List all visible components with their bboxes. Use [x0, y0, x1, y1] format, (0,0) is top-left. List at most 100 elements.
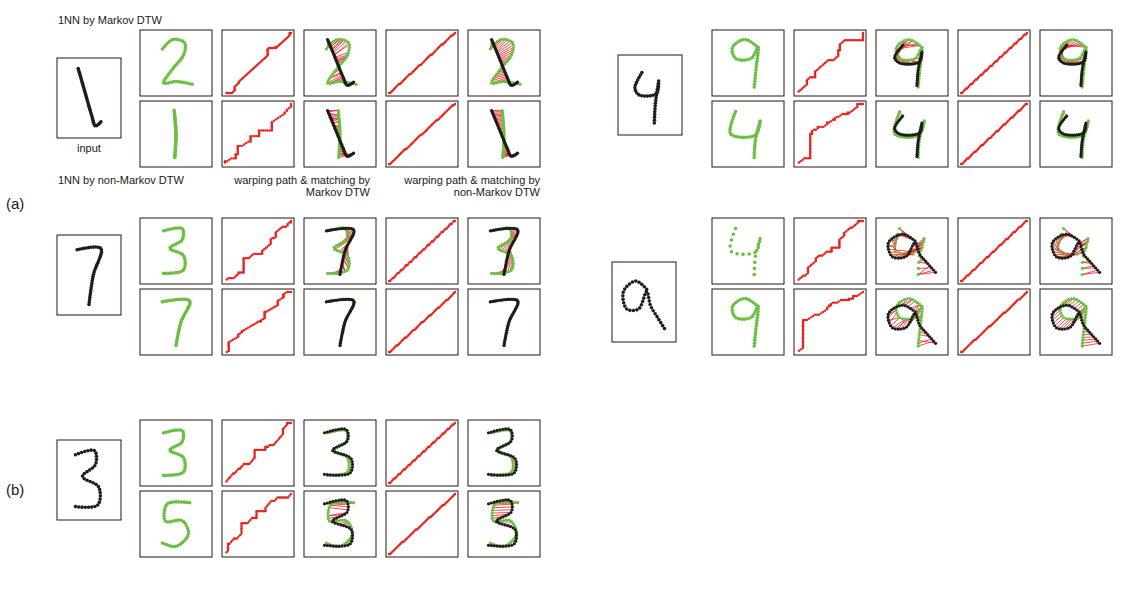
plot-frame — [57, 58, 121, 138]
matching-line — [1060, 48, 1065, 63]
sample-dot — [1072, 38, 1075, 41]
sample-dot — [454, 103, 456, 105]
sample-dot — [256, 135, 258, 137]
matching-line — [503, 153, 518, 157]
sample-dot — [915, 155, 918, 158]
plot-frame — [222, 218, 294, 284]
sample-dot — [87, 303, 91, 307]
sample-dot — [752, 85, 756, 89]
sample-dot — [258, 129, 260, 131]
sample-dot — [237, 145, 239, 147]
sample-dot — [1026, 32, 1028, 34]
sample-dot — [862, 32, 864, 34]
matching-line — [895, 40, 907, 58]
plot-frame — [876, 101, 948, 167]
sample-dot — [286, 108, 288, 110]
plot-frame — [222, 101, 294, 167]
sample-dot — [243, 143, 245, 145]
sample-dot — [653, 121, 657, 125]
matching-line — [336, 55, 348, 58]
sample-dot — [190, 82, 194, 86]
matching-line — [498, 47, 513, 55]
digit-group — [57, 30, 540, 167]
plot-frame — [958, 101, 1030, 167]
sample-dot — [333, 227, 336, 230]
matching-line — [896, 41, 905, 61]
matching-line — [1064, 44, 1082, 49]
matching-line — [1060, 42, 1066, 60]
digit-group — [618, 30, 1112, 167]
sample-dot — [908, 38, 911, 41]
plot-frame — [57, 235, 121, 315]
sample-dot — [910, 58, 913, 61]
sample-dot — [239, 145, 241, 147]
sample-dot — [290, 220, 292, 222]
sample-dot — [230, 157, 232, 159]
sample-dot — [1074, 58, 1077, 61]
sample-dot — [915, 84, 918, 87]
sample-dot — [234, 153, 236, 155]
sample-dot — [245, 142, 247, 144]
sample-dot — [226, 160, 228, 162]
sample-dot — [1068, 59, 1071, 62]
matching-line — [336, 238, 351, 246]
sample-dot — [283, 111, 285, 113]
sample-dot — [519, 83, 522, 86]
matching-line — [497, 80, 509, 83]
plot-frame — [386, 218, 458, 284]
sample-dot — [1079, 155, 1082, 158]
matching-line — [333, 40, 344, 52]
plot-frame — [386, 101, 458, 167]
matching-line — [498, 45, 514, 55]
sample-dot — [247, 140, 249, 142]
sample-dot — [904, 59, 907, 62]
plot-frame — [304, 101, 376, 167]
plot-frame — [386, 30, 458, 96]
sample-dot — [355, 83, 358, 86]
sample-dot — [269, 129, 271, 131]
plot-frame — [958, 30, 1030, 96]
matching-line — [1060, 40, 1074, 54]
sample-dot — [337, 156, 340, 159]
plot-frame — [1040, 30, 1112, 96]
sample-dot — [228, 159, 230, 161]
matching-line — [503, 154, 517, 156]
sample-dot — [173, 156, 177, 160]
sample-dot — [277, 117, 279, 119]
sample-dot — [1079, 84, 1082, 87]
plot-frame — [618, 55, 682, 135]
sample-dot — [352, 80, 355, 83]
matching-line — [896, 41, 913, 54]
plot-frame — [794, 101, 866, 167]
sample-dot — [288, 107, 290, 109]
matching-line — [334, 236, 352, 247]
plot-frame — [794, 30, 866, 96]
sample-dot — [516, 151, 519, 154]
plot-frame — [468, 218, 540, 284]
matching-line — [896, 51, 904, 64]
sample-dot — [260, 129, 262, 131]
sample-dot — [901, 58, 904, 61]
matching-line — [334, 42, 348, 55]
plot-frame — [222, 30, 294, 96]
sample-dot — [271, 121, 273, 123]
sample-dot — [1071, 59, 1074, 62]
matching-line — [1060, 51, 1068, 64]
plot-frame — [468, 101, 540, 167]
sample-dot — [275, 118, 277, 120]
plot-frame — [1040, 101, 1112, 167]
sample-dot — [99, 120, 103, 124]
plot-frame — [140, 218, 212, 284]
sample-dot — [905, 38, 908, 41]
sample-dot — [279, 115, 281, 117]
matching-line — [1059, 40, 1071, 56]
matching-line — [339, 153, 354, 157]
sample-dot — [251, 135, 253, 137]
sample-dot — [1069, 38, 1072, 41]
matching-line — [337, 55, 347, 62]
sample-dot — [264, 129, 266, 131]
sample-dot — [224, 160, 226, 162]
sample-dot — [454, 32, 456, 34]
sample-dot — [290, 32, 292, 34]
